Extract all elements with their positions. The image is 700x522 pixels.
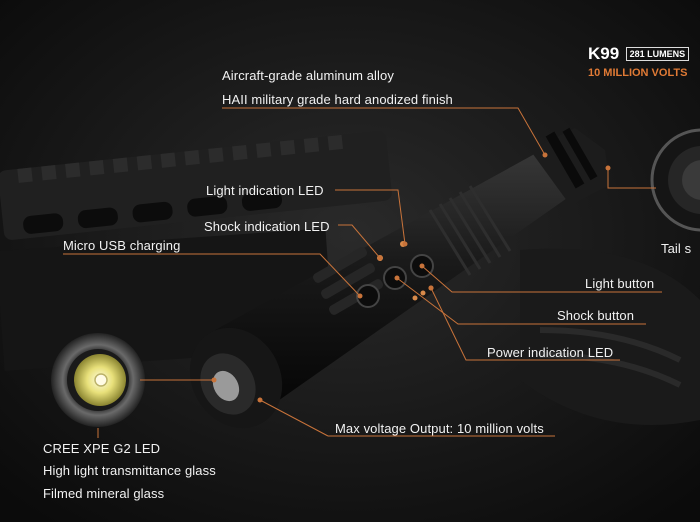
- leader-dots: [211, 152, 611, 403]
- label-shock-button: Shock button: [557, 308, 635, 323]
- label-mineral: Filmed mineral glass: [43, 486, 165, 501]
- label-body-material: Aircraft-grade aluminum alloy: [222, 68, 394, 83]
- label-max-voltage: Max voltage Output: 10 million volts: [335, 421, 544, 436]
- label-light-button: Light button: [585, 276, 655, 291]
- label-shock-led: Shock indication LED: [204, 219, 330, 234]
- label-tail: Tail s: [661, 241, 692, 256]
- voltage-tagline: 10 MILLION VOLTS: [588, 67, 688, 79]
- leader-lines: [63, 107, 662, 438]
- brand-block: K99 281 LUMENS 10 MILLION VOLTS: [588, 44, 700, 79]
- lens-closeup: [51, 333, 145, 427]
- tail-closeup: [650, 128, 700, 232]
- lumens-badge: 281 LUMENS: [625, 47, 690, 61]
- label-light-led: Light indication LED: [206, 183, 324, 198]
- label-glass: High light transmittance glass: [43, 463, 216, 478]
- label-finish: HAII military grade hard anodized finish: [222, 92, 453, 107]
- label-usb: Micro USB charging: [63, 238, 181, 253]
- brand-model: K99: [588, 44, 620, 63]
- flashlight: [189, 127, 610, 429]
- label-power-led: Power indication LED: [487, 345, 614, 360]
- label-led-type: CREE XPE G2 LED: [43, 441, 161, 456]
